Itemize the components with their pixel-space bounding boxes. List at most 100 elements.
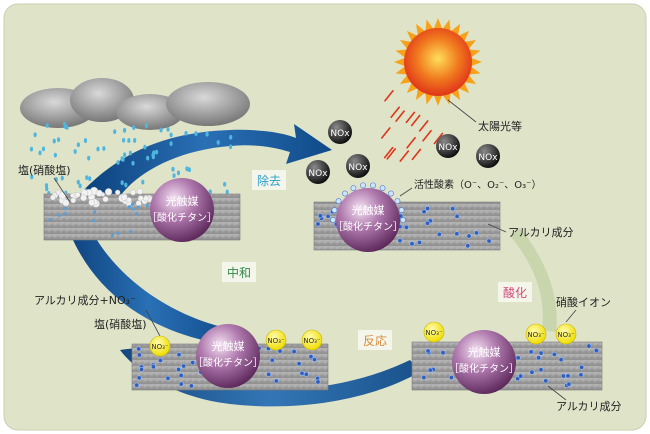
alkali-dot [150, 364, 156, 370]
nox-label: NOx [330, 129, 350, 139]
rain-drop [53, 152, 57, 158]
arrow-from-oxidation [120, 346, 420, 407]
salt-particle [130, 189, 136, 196]
rain-drop [56, 137, 61, 143]
alkali-dot [325, 213, 331, 219]
alkali-dot [425, 206, 431, 212]
rain-drop [33, 132, 37, 138]
salt-particle [74, 192, 81, 198]
catalyst-sphere [336, 188, 400, 252]
alkali-dot [427, 367, 433, 373]
rain-drop [123, 152, 127, 158]
label-leader-alkali-nitrate [145, 309, 161, 337]
rain-drop [121, 137, 126, 143]
alkali-dot [397, 238, 403, 244]
active-oxygen-dot [398, 207, 405, 214]
active-oxygen-dot [360, 182, 366, 189]
salt-particle [135, 200, 142, 207]
slab-top-left: 光触媒 ［酸化チタン］ [43, 178, 241, 242]
catalyst-sphere [150, 178, 214, 242]
salt-particles [48, 186, 212, 237]
alkali-dot [303, 371, 309, 377]
alkali-dot [558, 357, 564, 363]
rain-drop [225, 189, 229, 195]
rain-drop [229, 134, 233, 140]
nox-label: NOx [308, 169, 328, 179]
alkali-dot [315, 379, 321, 385]
alkali-dot [136, 205, 141, 209]
salt-particle [80, 194, 87, 202]
alkali-dot [188, 383, 194, 389]
light-beam [386, 148, 397, 160]
active-oxygen-dot [388, 190, 394, 197]
alkali-dot [134, 382, 140, 388]
alkali-dot [110, 233, 115, 237]
sun-icon [380, 18, 482, 162]
light-beam [390, 106, 400, 119]
nox-label: NOx [438, 143, 458, 153]
rain-drop [146, 155, 150, 161]
label-nitrate-ion: 硝酸イオン [556, 295, 611, 309]
rain-drop [113, 129, 117, 135]
rain-drop [216, 140, 220, 145]
rain-drop [151, 154, 155, 160]
step-oxidation: 酸化 [503, 285, 527, 300]
salt-particle [88, 199, 96, 206]
alkali-dot [578, 372, 584, 378]
rain-drop [62, 121, 67, 127]
rain-drop [96, 146, 100, 152]
rain-drop [102, 146, 106, 151]
rain-drop [122, 127, 127, 133]
light-beam [406, 136, 416, 149]
nitrate-label: NO₃⁻ [425, 329, 443, 337]
light-beam [384, 89, 394, 102]
rain-drop [143, 144, 147, 150]
rain-drop [176, 170, 181, 176]
alkali-dot [178, 381, 184, 387]
alkali-dot [176, 366, 182, 372]
alkali-dot [92, 219, 96, 223]
rain-drop [30, 174, 34, 180]
alkali-dot [315, 221, 321, 227]
salt-particle [115, 189, 121, 195]
rain-drop [120, 180, 124, 186]
rain-drop [88, 176, 92, 182]
alkali-dot [543, 378, 549, 384]
catalyst-label: 光触媒 [212, 339, 245, 353]
alkali-dot [421, 374, 427, 380]
rain-drop [73, 149, 77, 154]
label-sunlight: 太陽光等 [478, 119, 522, 133]
rain-drop [131, 160, 135, 166]
alkali-dot [266, 371, 272, 377]
alkali-dot [145, 204, 149, 208]
rain-drop [171, 166, 175, 172]
rain-drop [132, 125, 136, 131]
alkali-dot [178, 372, 184, 378]
alkali-dot [450, 206, 456, 212]
rain-drop [38, 150, 42, 156]
salt-particle [137, 188, 144, 195]
alkali-dot [565, 373, 571, 379]
light-beam [383, 146, 394, 159]
alkali-dot [181, 363, 187, 369]
alkali-dot [538, 367, 544, 373]
label-leader-sunlight [447, 99, 477, 123]
active-oxygen-dot [379, 185, 386, 192]
catalyst-label-sub: ［酸化チタン］ [193, 356, 263, 369]
alkali-dot [448, 375, 454, 381]
catalyst-label-sub: ［酸化チタン］ [449, 362, 519, 375]
catalyst-sphere [196, 324, 260, 388]
rain-drop [208, 189, 212, 195]
arrow-to-removal [78, 124, 332, 196]
alkali-dot [176, 352, 182, 358]
alkali-dot [454, 213, 460, 219]
salt-particle [62, 199, 70, 207]
active-oxygen-dot [342, 190, 348, 197]
alkali-dot [566, 381, 572, 387]
alkali-dot [529, 369, 535, 375]
salt-particle [121, 194, 128, 201]
active-oxygen-dot [394, 198, 401, 204]
alkali-dot [273, 378, 279, 384]
rain-drop [155, 149, 159, 155]
rain-drop [45, 186, 49, 192]
